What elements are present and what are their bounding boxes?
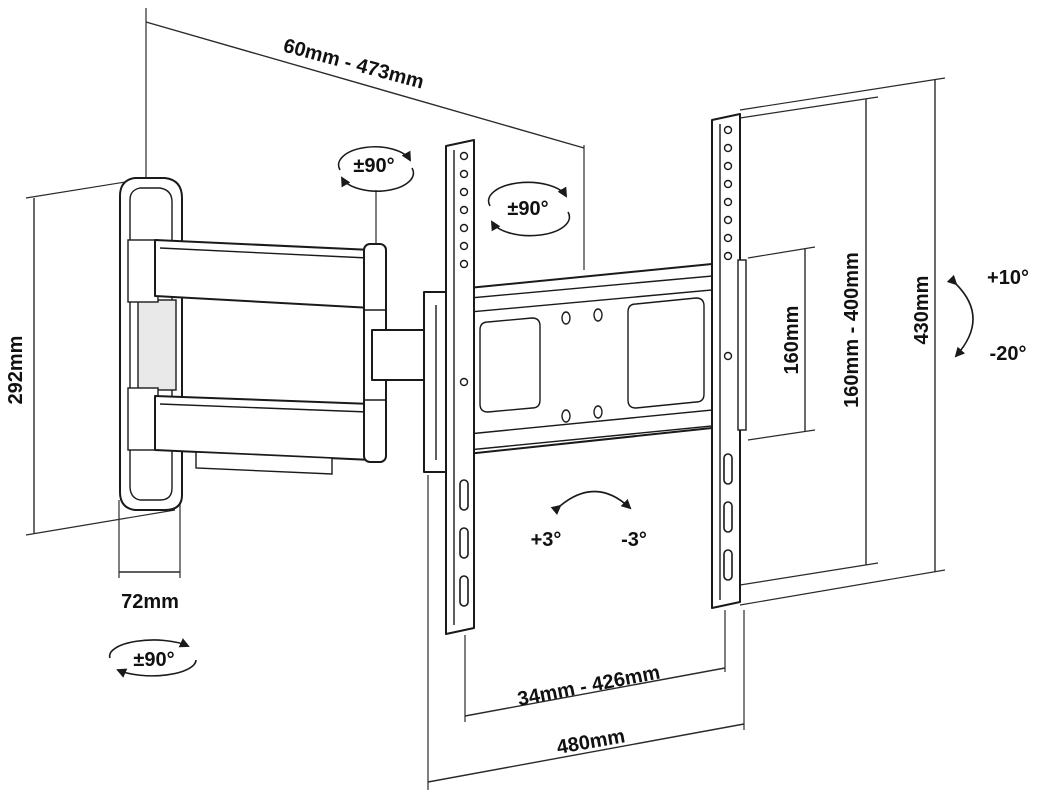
bracket-width-label: 480mm	[555, 725, 627, 759]
height-ext-bottom	[739, 569, 946, 606]
vesa-vertical-label: 160mm - 400mm	[841, 252, 863, 408]
left-rail-body	[445, 139, 475, 635]
right-rail-body	[711, 113, 741, 609]
swivel-wall-indicator	[108, 638, 197, 678]
level-plus-label: +3°	[531, 529, 562, 551]
height-ext-top	[739, 77, 946, 111]
swivel-top-indicator	[337, 146, 415, 244]
dimension-lines	[25, 8, 946, 790]
vesa-v-ext-top	[739, 96, 879, 119]
arm-support	[195, 451, 333, 475]
vesa-v-ext-bottom	[739, 562, 879, 586]
tilt-up-label: +10°	[987, 267, 1029, 289]
plate-height-ext-bottom	[25, 509, 176, 536]
arm-extension-line	[145, 21, 585, 149]
swivel-top-label: ±90°	[353, 155, 394, 177]
arm-connector	[371, 329, 433, 381]
swivel-top-arrow-icon	[337, 146, 411, 171]
wall-plate-upper-block	[127, 239, 159, 303]
inner-hole-height-label: 160mm	[781, 306, 803, 375]
level-minus-label: -3°	[621, 529, 647, 551]
cross-plate-right-window	[627, 297, 705, 409]
swivel-wall-arrow-icon	[108, 638, 190, 659]
wall-plate-hinge	[137, 299, 177, 391]
inner-ext-top	[747, 246, 816, 259]
wall-plate-depth-label: 72mm	[121, 591, 179, 613]
width-line	[427, 723, 745, 783]
swivel-mid-label: ±90°	[507, 198, 548, 220]
right-rail	[711, 113, 747, 609]
cross-plate-left-window	[479, 317, 541, 413]
bracket-height-label: 430mm	[911, 276, 933, 345]
upper-arm	[154, 239, 373, 309]
right-rail-hook	[737, 259, 747, 431]
swivel-mid-arrow-icon	[487, 181, 568, 207]
wall-plate-height-label: 292mm	[5, 336, 27, 405]
left-rail	[445, 139, 475, 635]
tilt-down-label: -20°	[990, 343, 1027, 365]
cross-plate	[423, 263, 713, 473]
vesa-horizontal-label: 34mm - 426mm	[516, 662, 662, 711]
level-arrow-icon	[550, 490, 632, 515]
wall-plate-lower-block	[127, 387, 159, 451]
swivel-mid-indicator	[487, 181, 571, 237]
swivel-wall-label: ±90°	[133, 649, 174, 671]
wall-plate	[119, 177, 183, 511]
inner-ext-bottom	[747, 429, 816, 441]
tilt-arrow-icon	[946, 274, 974, 358]
arm-extension-label: 60mm - 473mm	[281, 35, 426, 94]
swing-arms	[154, 239, 433, 475]
vesa-h-line	[464, 667, 726, 717]
